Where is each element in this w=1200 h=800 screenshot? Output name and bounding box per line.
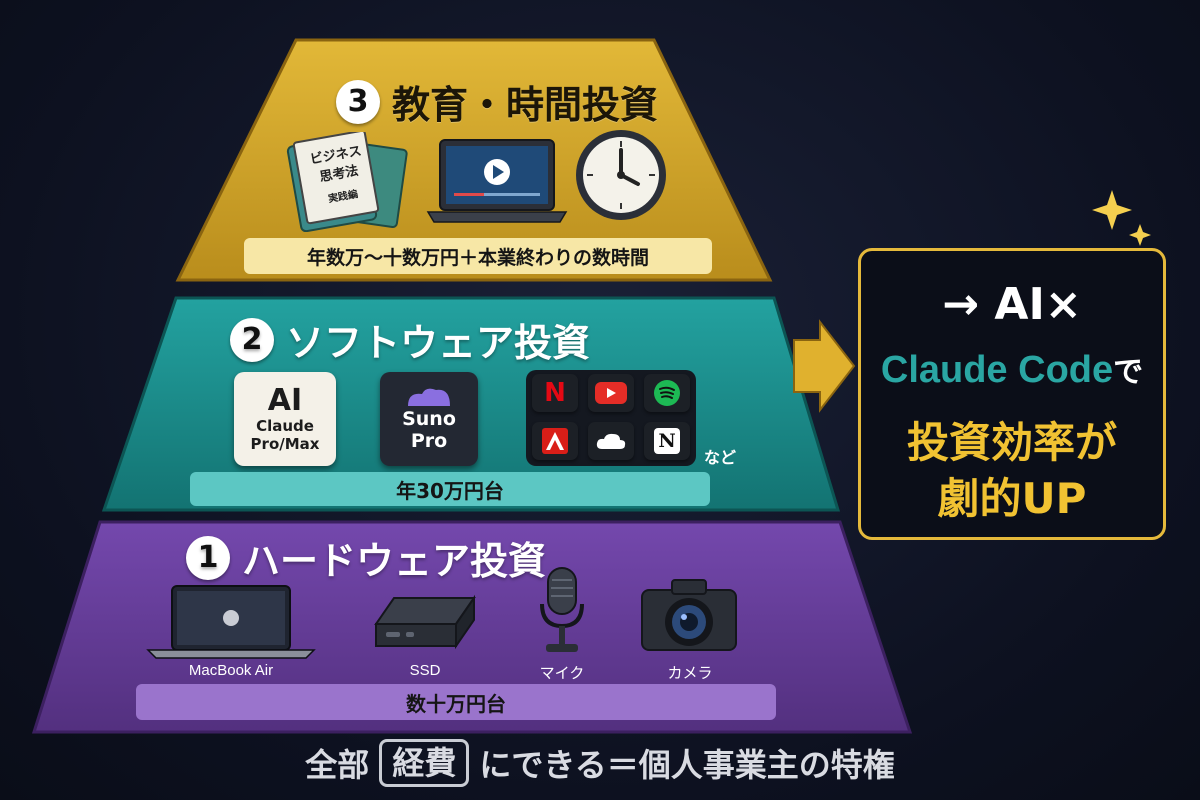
youtube-icon: [588, 374, 634, 412]
tier-bottom-shape: [31, 520, 913, 734]
number-badge: 2: [230, 317, 274, 362]
claude-ai-card-line3: Pro/Max: [250, 435, 320, 453]
spotify-icon: [644, 374, 690, 412]
claude-code-text: Claude Code: [880, 349, 1114, 391]
tier-top-title-text: 教育・時間投資: [392, 83, 659, 127]
suno-pro-card: Suno Pro: [380, 372, 478, 466]
tier-middle-cost: 年30万円台: [190, 472, 710, 506]
adobe-icon: [532, 422, 578, 460]
camera-caption: カメラ: [667, 665, 713, 682]
result-line-2-suffix: で: [1113, 356, 1144, 389]
books-icon: ビジネス 思考法 実践編: [286, 129, 416, 233]
tier-middle-title: 2 ソフトウェア投資: [230, 312, 590, 367]
tier-bottom-cost: 数十万円台: [136, 684, 776, 720]
tier-top-cost: 年数万〜十数万円＋本業終わりの数時間: [244, 238, 712, 274]
result-line-3: 投資効率が: [906, 418, 1117, 467]
result-line-2: Claude Codeで: [861, 347, 1163, 392]
claude-ai-card-line1: AI: [267, 383, 303, 418]
suno-pro-card-line2: Pro: [410, 430, 448, 452]
laptop-icon: [146, 584, 316, 660]
number-badge: 3: [336, 79, 380, 124]
arrow-icon: [793, 319, 856, 413]
claude-ai-card: AI Claude Pro/Max: [234, 372, 336, 466]
camera-icon: [638, 576, 740, 654]
netflix-glyph: N: [544, 378, 566, 408]
footer-boxed-word: 経費: [379, 739, 470, 787]
result-line-1: → AI×: [942, 279, 1082, 330]
netflix-icon: N: [532, 374, 578, 412]
notion-icon: N: [644, 422, 690, 460]
suno-pro-card-line1: Suno: [402, 408, 456, 430]
notion-glyph: N: [654, 428, 680, 454]
ssd-caption: SSD: [409, 662, 441, 679]
suno-logo-icon: [408, 388, 450, 406]
claude-ai-card-line2: Claude: [256, 417, 314, 435]
laptop-caption: MacBook Air: [188, 662, 274, 679]
cloud-icon: [588, 422, 634, 460]
footer-statement: 全部 経費 にできる＝個人事業主の特権: [0, 738, 1200, 788]
etc-label: など: [704, 448, 737, 467]
tier-top-title: 3 教育・時間投資: [336, 74, 658, 129]
tier-bottom-title-text: ハードウェア投資: [242, 539, 547, 583]
number-badge: 1: [186, 535, 230, 580]
tier-bottom-title: 1 ハードウェア投資: [186, 530, 546, 585]
footer-prefix: 全部: [305, 746, 370, 784]
clock-icon: [572, 126, 670, 224]
ssd-icon: [372, 594, 478, 652]
footer-suffix: にできる＝個人事業主の特権: [479, 746, 895, 784]
result-line-4: 劇的UP: [937, 474, 1087, 523]
video-laptop-icon: [424, 138, 570, 224]
microphone-caption: マイク: [539, 665, 585, 682]
microphone-icon: [536, 566, 588, 656]
tier-middle-title-text: ソフトウェア投資: [286, 321, 591, 365]
result-callout: → AI× Claude Codeで 投資効率が 劇的UP: [858, 248, 1166, 540]
